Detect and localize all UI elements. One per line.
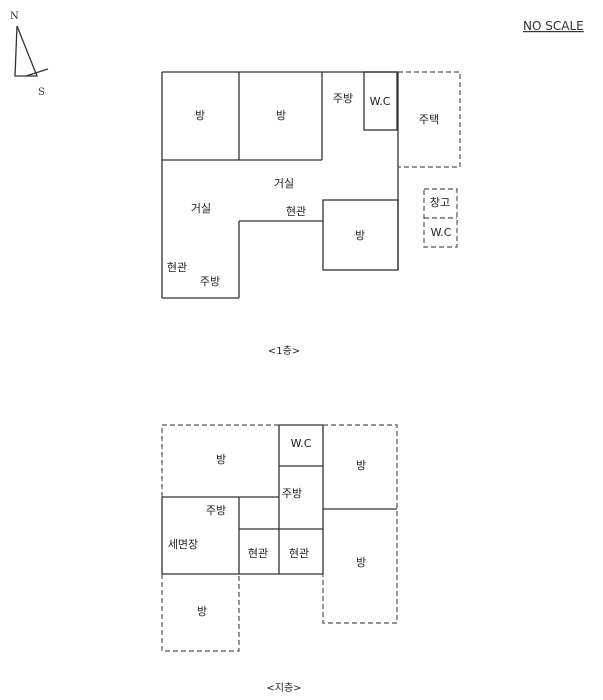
f2-dashed-outline bbox=[322, 424, 398, 624]
f1-room-c-box bbox=[322, 199, 399, 271]
f2-room-label: 방 bbox=[356, 556, 366, 569]
north-arrow-tick bbox=[25, 68, 49, 77]
f2-room-label: 방 bbox=[197, 605, 207, 618]
f1-living-label: 거실 bbox=[274, 177, 294, 190]
north-arrow: N S bbox=[10, 11, 49, 98]
f2-entrance-label: 현관 bbox=[248, 547, 268, 560]
floor1-plan: 방 방 주방 W.C 주택 거실 거실 현관 방 창고 W.C 현관 주방 <1… bbox=[161, 71, 461, 357]
f1-room-label: 방 bbox=[355, 229, 365, 242]
floor2-caption: <지층> bbox=[266, 682, 301, 694]
floor2-plan: 방 W.C 방 주방 주방 세면장 현관 현관 방 방 <지층> bbox=[161, 424, 398, 694]
f1-wc-label: W.C bbox=[431, 226, 452, 239]
f1-living-label: 거실 bbox=[191, 202, 211, 215]
south-label: S bbox=[38, 87, 45, 98]
f1-room-label: 방 bbox=[195, 109, 205, 122]
f2-laundry-label: 세면장 bbox=[168, 538, 198, 551]
f1-entrance-label: 현관 bbox=[286, 205, 306, 218]
f1-house-label: 주택 bbox=[419, 113, 439, 126]
f1-room-label: 방 bbox=[276, 109, 286, 122]
f1-house-dashed bbox=[398, 71, 461, 168]
f1-entrance-label: 현관 bbox=[167, 261, 187, 274]
f2-dashed-outline bbox=[161, 424, 279, 497]
f2-room-label: 방 bbox=[216, 453, 226, 466]
f2-wc-label: W.C bbox=[291, 437, 312, 450]
f2-room-label: 방 bbox=[356, 459, 366, 472]
f1-kitchen-label: 주방 bbox=[333, 92, 353, 105]
north-label: N bbox=[10, 11, 19, 22]
scale-note: NO SCALE bbox=[523, 19, 584, 33]
north-arrow-triangle bbox=[14, 25, 38, 77]
f1-wc-label: W.C bbox=[370, 95, 391, 108]
floor1-caption: <1층> bbox=[268, 345, 300, 357]
f2-entrance-label: 현관 bbox=[289, 547, 309, 560]
f2-kitchen-label: 주방 bbox=[206, 504, 226, 517]
f1-wc-box bbox=[363, 71, 398, 131]
f2-dashed-outline bbox=[161, 574, 240, 652]
f1-kitchen-label: 주방 bbox=[200, 275, 220, 288]
f2-kitchen-label: 주방 bbox=[282, 487, 302, 500]
f1-storage-label: 창고 bbox=[430, 196, 450, 209]
